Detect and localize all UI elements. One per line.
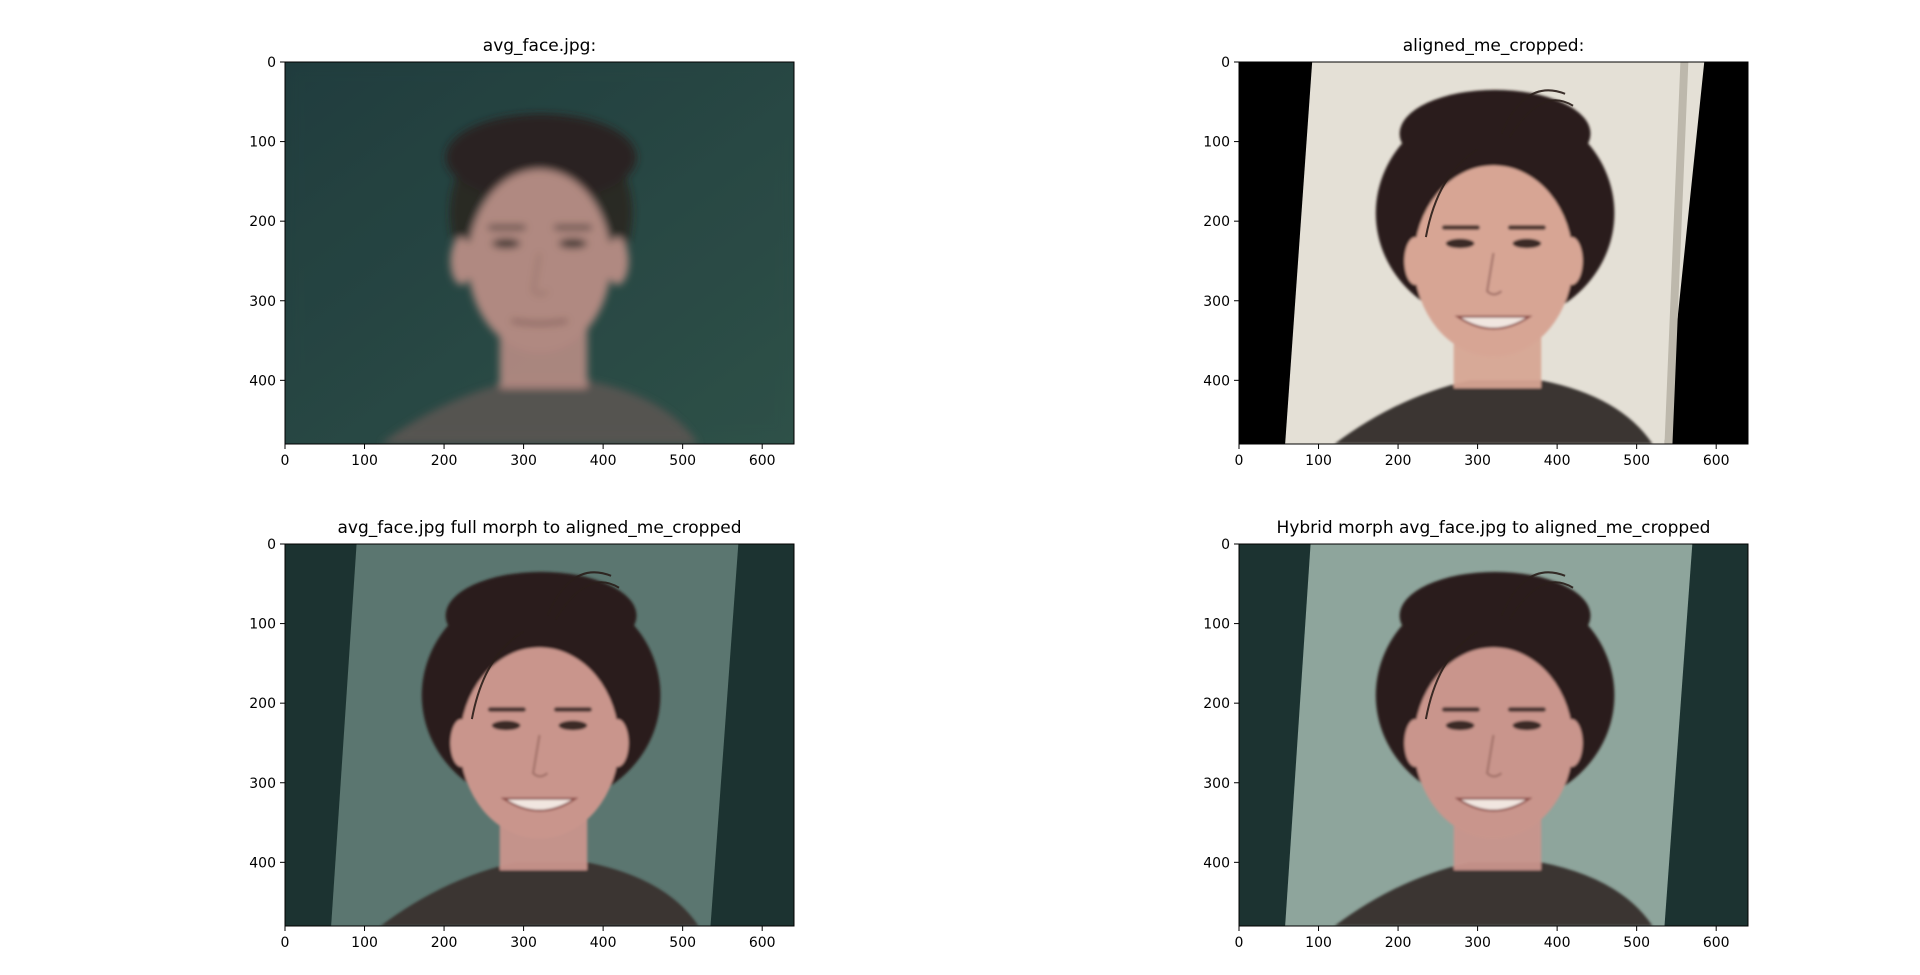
aligned-portrait (1239, 62, 1748, 444)
y-tick-label: 300 (1203, 294, 1230, 310)
image-axes: 0 100 200 300 400 500 600 0 100 200 300 400 (1203, 537, 1749, 951)
x-tick-label: 600 (1703, 935, 1730, 951)
x-tick-label: 200 (431, 935, 458, 951)
panel-title: avg_face.jpg full morph to aligned_me_cr… (337, 518, 742, 538)
x-tick-label: 0 (1235, 453, 1244, 469)
x-tick-label: 0 (281, 453, 290, 469)
panel-title: aligned_me_cropped: (1402, 36, 1585, 56)
image-axes: 0 100 200 300 400 500 600 0 100 200 300 400 (249, 55, 795, 469)
y-tick-label: 300 (249, 776, 276, 792)
y-tick-label: 200 (1203, 214, 1230, 230)
x-tick-label: 500 (1623, 935, 1650, 951)
y-tick-label: 200 (249, 214, 276, 230)
y-tick-label: 100 (1203, 135, 1230, 151)
x-tick-label: 300 (510, 453, 537, 469)
y-tick-label: 400 (249, 373, 276, 389)
axes-frame (1238, 61, 1749, 445)
y-tick-label: 0 (1221, 537, 1230, 553)
x-tick-label: 0 (1235, 935, 1244, 951)
image-axes: 0 100 200 300 400 500 600 0 100 200 300 400 (1203, 55, 1749, 469)
y-tick-label: 0 (1221, 55, 1230, 71)
y-tick-label: 300 (1203, 776, 1230, 792)
panel-title: Hybrid morph avg_face.jpg to aligned_me_… (1276, 518, 1711, 538)
y-tick-label: 200 (249, 696, 276, 712)
y-tick-label: 400 (1203, 855, 1230, 871)
axes-frame (284, 61, 795, 445)
x-tick-label: 100 (1305, 453, 1332, 469)
x-tick-label: 500 (669, 935, 696, 951)
full-morph (285, 544, 794, 926)
x-tick-label: 200 (1385, 453, 1412, 469)
x-tick-label: 300 (1464, 453, 1491, 469)
y-tick-label: 100 (249, 135, 276, 151)
y-tick-label: 0 (267, 55, 276, 71)
axes-frame (1238, 543, 1749, 927)
average-face (285, 62, 794, 444)
x-tick-label: 0 (281, 935, 290, 951)
hybrid-morph (1239, 544, 1748, 926)
y-tick-label: 0 (267, 537, 276, 553)
x-tick-label: 200 (431, 453, 458, 469)
x-tick-label: 600 (749, 935, 776, 951)
x-tick-label: 400 (590, 453, 617, 469)
image-axes: 0 100 200 300 400 500 600 0 100 200 300 400 (249, 537, 795, 951)
y-tick-label: 300 (249, 294, 276, 310)
x-tick-label: 100 (351, 935, 378, 951)
x-tick-label: 400 (1544, 453, 1571, 469)
y-tick-label: 100 (1203, 617, 1230, 633)
panel-title: avg_face.jpg: (482, 36, 597, 56)
x-tick-label: 400 (590, 935, 617, 951)
x-tick-label: 400 (1544, 935, 1571, 951)
y-tick-label: 200 (1203, 696, 1230, 712)
x-tick-label: 100 (351, 453, 378, 469)
x-tick-label: 500 (669, 453, 696, 469)
y-tick-label: 400 (249, 855, 276, 871)
x-tick-label: 600 (1703, 453, 1730, 469)
x-tick-label: 300 (510, 935, 537, 951)
y-tick-label: 400 (1203, 373, 1230, 389)
axes-frame (284, 543, 795, 927)
x-tick-label: 500 (1623, 453, 1650, 469)
x-tick-label: 100 (1305, 935, 1332, 951)
x-tick-label: 200 (1385, 935, 1412, 951)
y-tick-label: 100 (249, 617, 276, 633)
x-tick-label: 300 (1464, 935, 1491, 951)
x-tick-label: 600 (749, 453, 776, 469)
